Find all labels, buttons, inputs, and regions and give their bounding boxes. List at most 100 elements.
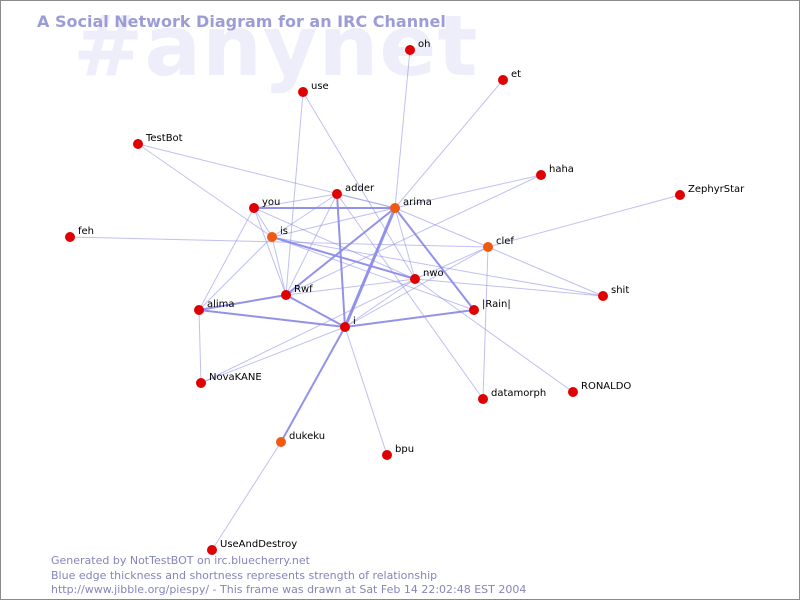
edge-arima-clef <box>394 207 489 248</box>
node-label-haha: haha <box>549 164 574 175</box>
edge-alima-rwf <box>198 294 287 311</box>
node-nwo: nwo <box>410 268 444 284</box>
node-bpu: bpu <box>382 444 414 460</box>
edge-nwo-shit <box>414 278 604 297</box>
edge-arima-et <box>394 79 504 209</box>
edge-is-shit <box>271 236 604 297</box>
node-label-rain: |Rain| <box>482 299 511 310</box>
edge-arima-is <box>271 207 396 238</box>
node-use: use <box>298 81 329 97</box>
edge-you-is <box>253 207 273 238</box>
edge-arima-rain <box>394 207 475 311</box>
node-dot-nwo <box>410 274 420 284</box>
node-ronaldo: RONALDO <box>568 381 631 397</box>
footer-generated-by: Generated by NotTestBOT on irc.bluecherr… <box>51 554 310 567</box>
edge-adder-i <box>336 193 346 328</box>
node-label-shit: shit <box>611 285 629 296</box>
node-dot-adder <box>332 189 342 199</box>
edge-clef-datamorph <box>482 246 489 400</box>
node-label-alima: alima <box>207 299 235 310</box>
node-adder: adder <box>332 183 375 199</box>
node-label-zephyrstar: ZephyrStar <box>688 184 745 195</box>
edge-i-bpu <box>344 326 388 456</box>
node-dot-oh <box>405 45 415 55</box>
node-shit: shit <box>598 285 629 301</box>
node-dot-you <box>249 203 259 213</box>
node-dot-feh <box>65 232 75 242</box>
node-dot-datamorph <box>478 394 488 404</box>
edge-adder-you <box>253 193 338 209</box>
edge-dukeku-useanddestroy <box>211 441 282 551</box>
node-label-dukeku: dukeku <box>289 431 325 442</box>
node-label-adder: adder <box>345 183 375 194</box>
node-dot-clef <box>483 242 493 252</box>
edges-layer <box>69 49 681 551</box>
edge-i-novakane <box>200 326 346 384</box>
edge-nwo-clef <box>414 246 489 280</box>
node-label-feh: feh <box>78 226 94 237</box>
node-label-bpu: bpu <box>395 444 414 455</box>
footer-link-timestamp: http://www.jibble.org/piespy/ - This fra… <box>51 583 527 596</box>
node-dot-arima <box>390 203 400 213</box>
edge-haha-rwf <box>285 174 542 296</box>
edge-clef-zephyrstar <box>487 194 681 248</box>
node-testbot: TestBot <box>133 133 183 149</box>
node-dot-rain <box>469 305 479 315</box>
edge-clef-i <box>344 246 489 328</box>
node-label-oh: oh <box>418 39 430 50</box>
node-dot-bpu <box>382 450 392 460</box>
edge-rwf-i <box>285 294 346 328</box>
node-you: you <box>249 197 280 213</box>
edge-use-nwo <box>302 91 416 280</box>
node-dot-alima <box>194 305 204 315</box>
node-dot-ronaldo <box>568 387 578 397</box>
node-et: et <box>498 69 521 85</box>
node-dot-use <box>298 87 308 97</box>
node-label-nwo: nwo <box>423 268 444 279</box>
node-label-is: is <box>280 226 288 237</box>
node-dot-haha <box>536 170 546 180</box>
node-useanddestroy: UseAndDestroy <box>207 539 297 555</box>
node-label-datamorph: datamorph <box>491 388 546 399</box>
node-label-rwf: Rwf <box>294 284 313 295</box>
node-label-clef: clef <box>496 236 514 247</box>
edge-is-nwo <box>271 236 416 280</box>
node-dot-testbot <box>133 139 143 149</box>
node-datamorph: datamorph <box>478 388 546 404</box>
node-dukeku: dukeku <box>276 431 325 447</box>
edge-you-alima <box>198 207 255 311</box>
node-clef: clef <box>483 236 514 252</box>
node-dot-is <box>267 232 277 242</box>
node-is: is <box>267 226 288 242</box>
node-i: i <box>340 316 356 332</box>
edge-i-rain <box>344 309 475 328</box>
edge-arima-haha <box>394 174 542 209</box>
edge-adder-is <box>271 193 338 238</box>
node-rwf: Rwf <box>281 284 313 300</box>
edge-is-rain <box>271 236 475 311</box>
edge-adder-datamorph <box>336 193 484 400</box>
node-dot-useanddestroy <box>207 545 217 555</box>
node-dot-rwf <box>281 290 291 300</box>
edge-i-dukeku <box>280 326 346 443</box>
node-dot-shit <box>598 291 608 301</box>
node-novakane: NovaKANE <box>196 372 262 388</box>
node-zephyrstar: ZephyrStar <box>675 184 745 200</box>
node-dot-et <box>498 75 508 85</box>
node-label-arima: arima <box>403 197 432 208</box>
edge-use-rwf <box>285 91 304 296</box>
edge-is-alima <box>198 236 273 311</box>
edge-you-rwf <box>253 207 287 296</box>
edge-arima-nwo <box>394 207 416 280</box>
edge-clef-shit <box>487 246 604 297</box>
node-rain: |Rain| <box>469 299 511 315</box>
node-feh: feh <box>65 226 94 242</box>
node-label-i: i <box>353 316 356 327</box>
node-label-novakane: NovaKANE <box>209 372 262 383</box>
node-haha: haha <box>536 164 574 180</box>
edge-is-rwf <box>271 236 287 296</box>
node-dot-zephyrstar <box>675 190 685 200</box>
edge-nwo-novakane <box>200 278 416 384</box>
